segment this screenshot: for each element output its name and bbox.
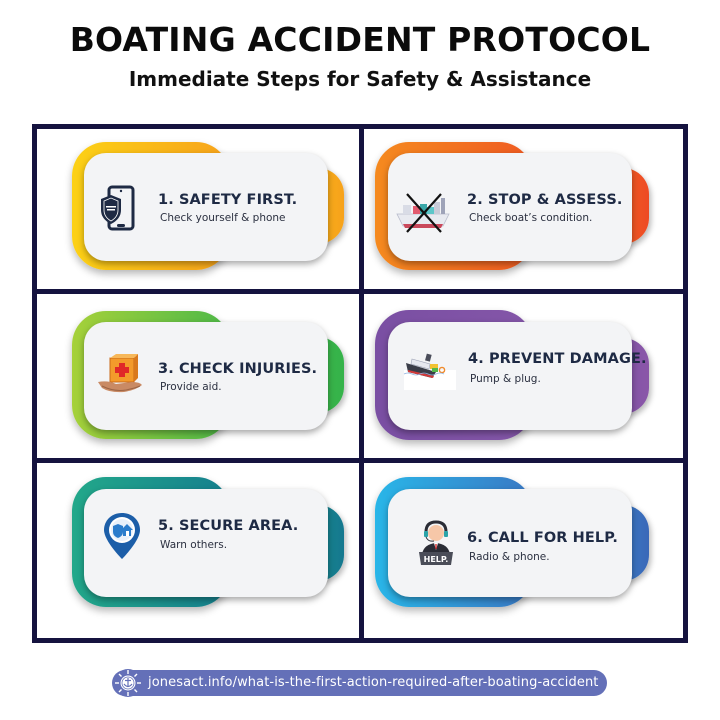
safety-phone-icon xyxy=(101,185,135,231)
step-5-title: 5. SECURE AREA. xyxy=(158,518,299,534)
crossed-ship-icon xyxy=(396,193,450,233)
first-aid-kit-icon xyxy=(98,354,142,393)
step-1-description: Check yourself & phone xyxy=(160,212,286,224)
grid-divider-horizontal xyxy=(37,289,683,294)
step-5-description: Warn others. xyxy=(160,539,228,551)
step-2-description: Check boat’s condition. xyxy=(469,212,593,224)
step-6-description: Radio & phone. xyxy=(469,551,550,563)
sinking-boat-icon xyxy=(403,353,456,390)
step-6-card xyxy=(388,489,632,597)
grid-divider-horizontal xyxy=(37,458,683,463)
step-2-title: 2. STOP & ASSESS. xyxy=(467,192,623,208)
step-4-title: 4. PREVENT DAMAGE. xyxy=(468,351,647,367)
secure-location-pin-icon xyxy=(104,513,140,559)
grid-divider-vertical xyxy=(359,129,364,638)
page-title: BOATING ACCIDENT PROTOCOL xyxy=(69,20,651,59)
step-1-card xyxy=(84,153,328,261)
step-3-title: 3. CHECK INJURIES. xyxy=(158,361,318,377)
step-4-description: Pump & plug. xyxy=(470,373,541,385)
step-6-title: 6. CALL FOR HELP. xyxy=(467,530,618,546)
source-url-link[interactable]: jonesact.info/what-is-the-first-action-r… xyxy=(112,669,607,697)
step-3-description: Provide aid. xyxy=(160,381,222,393)
source-url-text[interactable]: jonesact.info/what-is-the-first-action-r… xyxy=(148,675,599,690)
ship-wheel-anchor-icon xyxy=(114,669,142,697)
help-operator-icon: HELP. xyxy=(419,520,453,565)
page-subtitle: Immediate Steps for Safety & Assistance xyxy=(128,67,592,91)
step-1-title: 1. SAFETY FIRST. xyxy=(158,192,298,208)
svg-text:HELP.: HELP. xyxy=(424,555,449,564)
